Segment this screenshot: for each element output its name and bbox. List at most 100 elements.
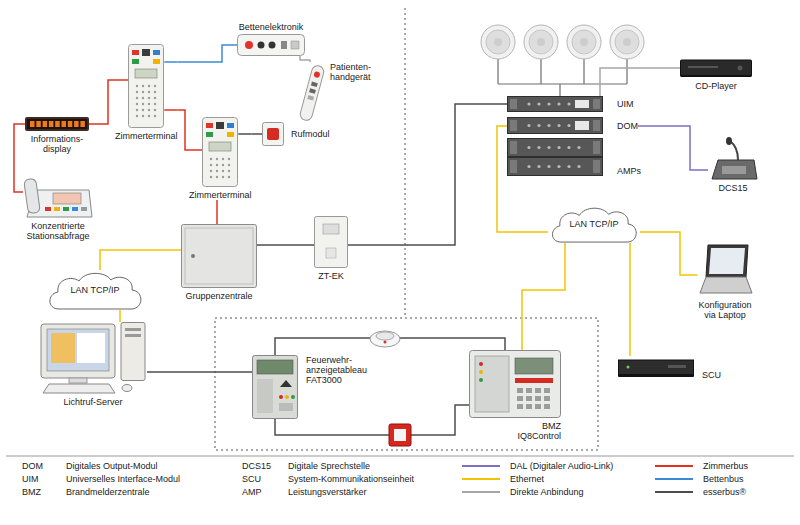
legend-text: Ethernet <box>510 474 544 484</box>
fire-control-panel-icon-part-part <box>479 370 483 374</box>
laptop-icon-part-part <box>706 245 748 277</box>
fire-control-panel-icon-part-part <box>470 351 561 418</box>
station-phone-icon-part-part <box>72 207 78 211</box>
system-unit-icon-part-part <box>627 366 630 369</box>
system-unit-icon-part <box>618 356 694 380</box>
station-phone-icon-part-part <box>45 207 51 211</box>
room-terminal-icon-part-part <box>154 97 156 99</box>
fire-control-panel-icon-part-part <box>475 356 509 412</box>
abbreviation-meaning: System-Kommunikationseinheit <box>288 474 414 484</box>
room-terminal-icon-part-part <box>210 170 212 172</box>
wire-stub <box>238 133 251 135</box>
fire-control-panel-icon-part-part <box>544 396 550 401</box>
connector <box>257 244 314 246</box>
room-terminal-icon-part-part <box>209 142 231 151</box>
room-terminal-icon-part <box>202 117 238 187</box>
info-display-icon-part-part <box>27 119 87 129</box>
connector <box>178 110 189 150</box>
abbreviation-meaning: Leistungsverstärker <box>288 487 367 497</box>
info-display-icon-part-part <box>80 121 85 127</box>
speaker-cone <box>572 30 596 54</box>
room-terminal-icon-part-part <box>142 115 144 117</box>
room-terminal-icon-part-part <box>216 158 218 160</box>
server-pc-icon-part-part <box>69 378 87 383</box>
rack-unit-icon-part-part <box>537 165 540 168</box>
room-terminal-icon-part-part <box>154 91 156 93</box>
microphone-station-icon-part-part <box>726 137 732 145</box>
abbreviation: DCS15 <box>242 461 271 471</box>
room-terminal-icon-part-part <box>216 170 218 172</box>
fire-brigade-panel-icon <box>252 355 298 419</box>
legend-swatch <box>462 491 500 493</box>
room-terminal-icon-part-part <box>142 91 144 93</box>
network-cloud: LAN TCP/IP <box>45 270 145 310</box>
fire-brigade-panel-icon-part-part <box>253 356 298 419</box>
handset-icon-part <box>298 62 326 124</box>
system-unit-icon-part-part <box>619 374 694 377</box>
station-phone: Konzentrierte Stationsabfrage <box>23 176 93 241</box>
fire-brigade-panel-icon-part <box>252 355 298 419</box>
room-terminal-icon-part-part <box>142 85 144 87</box>
connector <box>147 371 252 373</box>
rack-unit-icon-part-part <box>527 146 530 149</box>
legend-separator <box>6 456 794 457</box>
fire-brigade-panel-icon-part-part <box>257 379 273 413</box>
fire-brigade-panel: Feuerwehr- anzeigetableau FAT3000 <box>252 355 374 419</box>
fire-control-panel-icon-part-part <box>535 388 541 393</box>
laptop-icon <box>698 243 753 297</box>
room-terminal-icon-part-part <box>148 109 150 111</box>
legend-swatch <box>462 465 500 467</box>
group-controller-icon <box>181 224 257 288</box>
room-terminal-icon-part-part <box>142 103 144 105</box>
room-terminal-icon <box>128 44 164 128</box>
speaker-wires <box>498 59 627 96</box>
station-phone-icon-part-part <box>81 207 87 211</box>
cloud-shape-part <box>50 273 141 309</box>
device-label: Gruppenzentrale <box>185 291 252 301</box>
station-phone-icon-part-part <box>63 207 69 211</box>
room-terminal-icon-part-part <box>132 59 139 64</box>
device-label: Informations- display <box>26 134 88 154</box>
rack-unit-icon-part-part <box>567 146 570 149</box>
device-label: Konfiguration via Laptop <box>694 300 756 320</box>
laptop: Konfiguration via Laptop <box>694 243 756 320</box>
rack-unit: AMPs <box>507 138 641 176</box>
legend-swatch <box>655 465 693 467</box>
room-terminal-icon-part-part <box>216 176 218 178</box>
rack-unit-icon-part-part <box>567 124 570 127</box>
handset-icon-part-part-part <box>309 88 316 93</box>
legend-swatch <box>655 478 693 480</box>
info-display-icon-part-part <box>49 121 54 127</box>
wire-stub <box>164 109 177 111</box>
speaker <box>481 25 644 59</box>
server-pc-icon <box>39 322 147 394</box>
room-terminal-icon-part-part <box>210 158 212 160</box>
bed-unit-icon-part-part <box>245 41 253 49</box>
room-terminal-icon-part-part <box>210 164 212 166</box>
bed-unit-icon <box>237 34 305 56</box>
connector <box>100 250 181 270</box>
smoke-detector <box>370 331 400 347</box>
connector <box>14 124 25 192</box>
room-terminal: Zimmerterminal <box>189 117 252 200</box>
connector <box>522 243 565 350</box>
device-label: Bettenelektronik <box>239 22 304 32</box>
rack-unit-icon-part-part <box>527 124 530 127</box>
fire-brigade-panel-icon-part-part <box>257 360 293 374</box>
legend-swatch <box>462 478 500 480</box>
room-terminal-icon-part-part <box>136 115 138 117</box>
connector <box>119 310 121 322</box>
legend-swatch <box>655 491 693 493</box>
room-terminal-icon-part-part <box>222 170 224 172</box>
network-cloud: LAN TCP/IP <box>548 205 640 243</box>
rack-unit-icon-part-part <box>510 160 517 173</box>
connector <box>216 200 218 224</box>
fire-control-panel-icon-part-part <box>479 378 483 382</box>
connector <box>178 45 237 62</box>
speaker-cone <box>529 30 553 54</box>
room-terminal-icon-part-part <box>216 164 218 166</box>
rack-unit-icon-part-part <box>510 141 517 154</box>
connector <box>629 243 631 356</box>
rack-unit-icon-part-part <box>593 141 600 154</box>
